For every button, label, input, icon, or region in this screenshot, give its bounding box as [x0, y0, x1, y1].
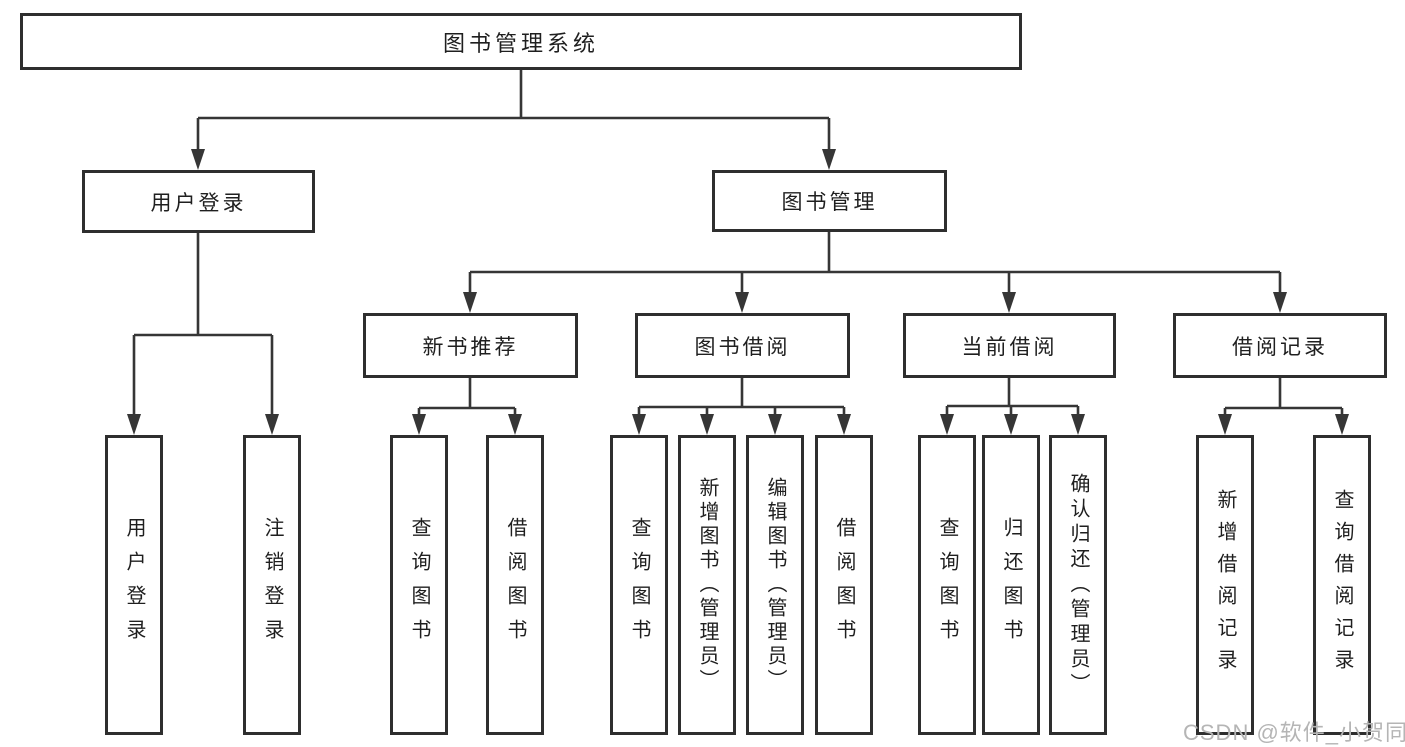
node-system-root: 图书管理系统: [20, 13, 1022, 70]
leaf-record-add: 新增借阅记录: [1196, 435, 1254, 735]
node-user-login: 用户登录: [82, 170, 315, 233]
connector-records-to-leaves: [1223, 378, 1344, 418]
leaf-borrow-book-label: 借阅图书: [833, 517, 855, 653]
node-book-borrow: 图书借阅: [635, 313, 850, 378]
connector-newbook-to-leaves: [417, 378, 517, 418]
leaf-newbook-borrow: 借阅图书: [486, 435, 544, 735]
leaf-user-login-label: 用户登录: [123, 517, 145, 653]
leaf-logout: 注销登录: [243, 435, 301, 735]
leaf-user-login: 用户登录: [105, 435, 163, 735]
csdn-watermark: CSDN @软件_小贺同学: [1183, 720, 1405, 745]
node-book-management: 图书管理: [712, 170, 947, 232]
leaf-current-return: 归还图书: [982, 435, 1040, 735]
leaf-borrow-edit-admin: 编辑图书（管理员）: [746, 435, 804, 735]
leaf-newbook-query-label: 查询图书: [408, 517, 430, 653]
leaf-current-query-label: 查询图书: [936, 517, 958, 653]
connector-currentborrow-to-leaves: [945, 378, 1080, 418]
node-borrow-records: 借阅记录: [1173, 313, 1387, 378]
leaf-borrow-add-admin: 新增图书（管理员）: [678, 435, 736, 735]
leaf-current-confirm-admin-label: 确认归还（管理员）: [1067, 472, 1089, 698]
leaf-borrow-add-admin-label: 新增图书（管理员）: [696, 477, 718, 693]
leaf-record-query-label: 查询借阅记录: [1331, 489, 1353, 681]
node-new-book-recommend: 新书推荐: [363, 313, 578, 378]
connector-bookmgmt-to-level2: [468, 232, 1282, 296]
leaf-current-query: 查询图书: [918, 435, 976, 735]
leaf-borrow-query-label: 查询图书: [628, 517, 650, 653]
connector-bookborrow-to-leaves: [637, 378, 846, 418]
leaf-current-confirm-admin: 确认归还（管理员）: [1049, 435, 1107, 735]
leaf-borrow-book: 借阅图书: [815, 435, 873, 735]
connector-userlogin-to-leaves: [132, 233, 274, 418]
leaf-record-query: 查询借阅记录: [1313, 435, 1371, 735]
leaf-newbook-query: 查询图书: [390, 435, 448, 735]
leaf-record-add-label: 新增借阅记录: [1214, 489, 1236, 681]
leaf-borrow-query: 查询图书: [610, 435, 668, 735]
leaf-newbook-borrow-label: 借阅图书: [504, 517, 526, 653]
node-current-borrow: 当前借阅: [903, 313, 1116, 378]
connector-root-to-level1: [196, 70, 831, 152]
leaf-borrow-edit-admin-label: 编辑图书（管理员）: [764, 477, 786, 693]
leaf-logout-label: 注销登录: [261, 517, 283, 653]
leaf-current-return-label: 归还图书: [1000, 517, 1022, 653]
